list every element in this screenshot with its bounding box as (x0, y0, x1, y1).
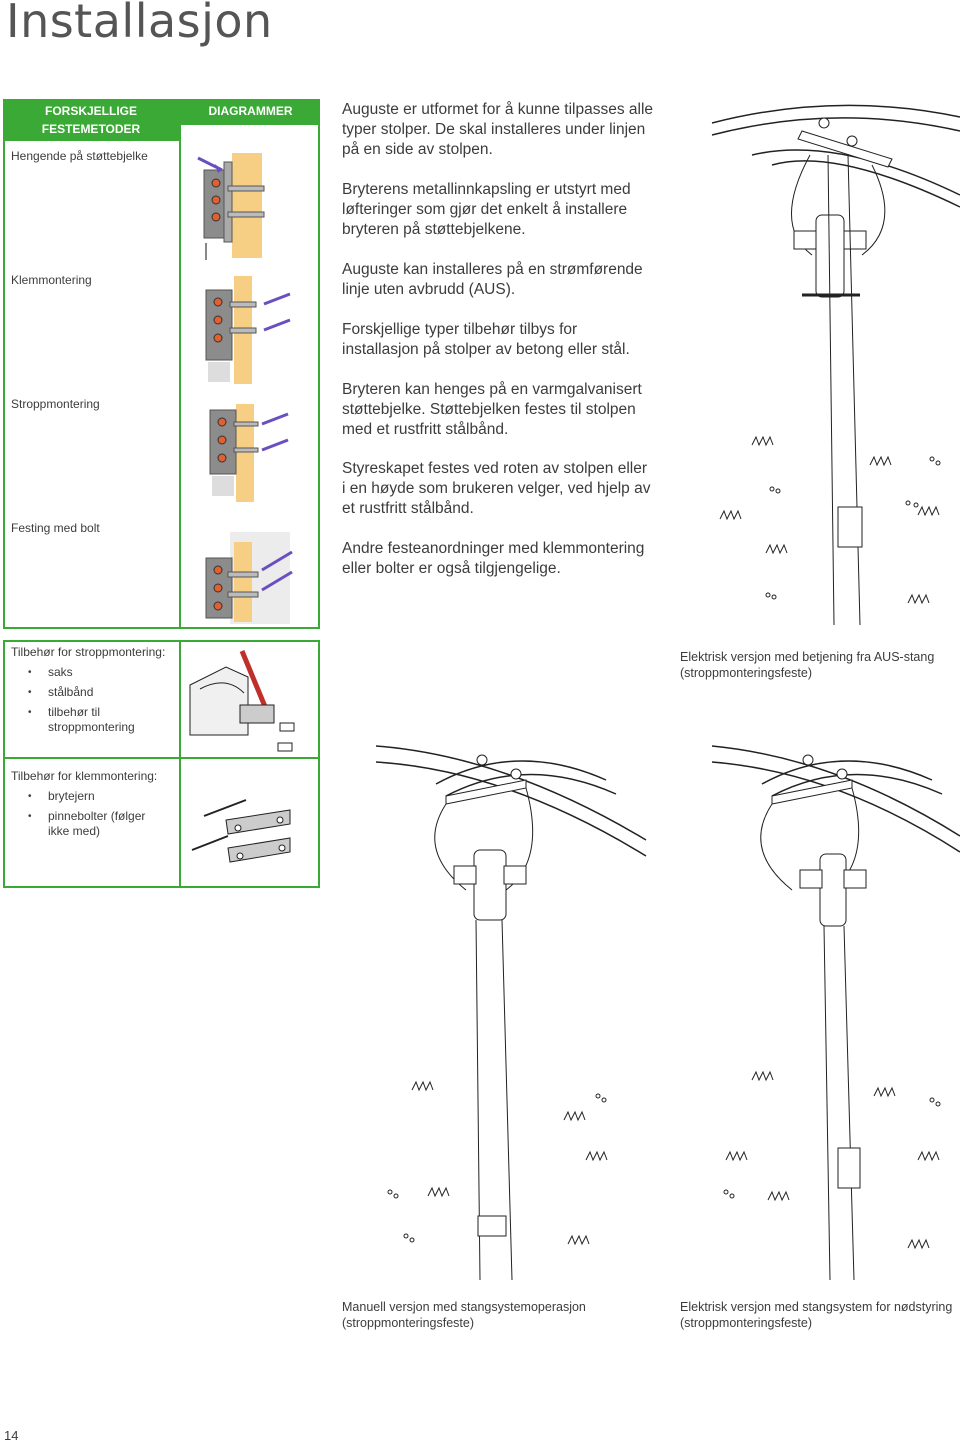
table-header-diagrams: DIAGRAMMER (181, 99, 320, 125)
list-item: saks (10, 665, 178, 680)
clamp-bar-illustration (191, 799, 291, 863)
strap-accessories-title: Tilbehør for stroppmontering: (11, 645, 166, 659)
diagram-bolt (205, 532, 293, 624)
pole-illustration-top (711, 104, 960, 626)
pole-illustration-bottom-right (711, 745, 960, 1281)
paragraph: Auguste er utformet for å kunne tilpasse… (342, 101, 654, 158)
list-item: pinnebolter (følger ikke med) (10, 809, 148, 839)
paragraph: Bryterens metallinnkapsling er utstyrt m… (342, 181, 631, 238)
pole-illustration-bottom-left (375, 745, 647, 1281)
list-item: tilbehør til stroppmontering (10, 705, 148, 735)
caption-top-right: Elektrisk versjon med betjening fra AUS-… (680, 650, 935, 680)
method-label-bolt: Festing med bolt (11, 521, 100, 535)
table-header-methods: FORSKJELLIGE FESTEMETODER (3, 99, 179, 141)
accessory-divider (3, 757, 320, 759)
page-title: Installasjon (6, 0, 273, 48)
clamp-accessories-title: Tilbehør for klemmontering: (11, 769, 158, 783)
page-number: 14 (4, 1428, 19, 1443)
accessory-col-divider (179, 640, 181, 888)
accessory-rule (318, 640, 320, 888)
paragraph: Styreskapet festes ved roten av stolpen … (342, 460, 651, 517)
method-label-strap: Stroppmontering (11, 397, 100, 411)
method-label-hanging: Hengende på støttebjelke (11, 149, 148, 163)
list-item: stålbånd (10, 685, 178, 700)
accessory-divider (3, 640, 320, 642)
diagram-clamp (205, 276, 291, 384)
clamp-accessories-list: brytejern pinnebolter (følger ikke med) (10, 789, 178, 844)
list-item: brytejern (10, 789, 178, 804)
diagram-strap (209, 404, 289, 502)
paragraph: Bryteren kan henges på en varmgalvaniser… (342, 381, 642, 438)
accessory-rule (3, 640, 5, 888)
accessory-divider (3, 886, 320, 888)
strap-tool-illustration (189, 650, 295, 752)
table-column-divider (179, 99, 181, 629)
caption-bottom-left: Manuell versjon med stangsystemoperasjon… (342, 1300, 586, 1330)
paragraph: Auguste kan installeres på en strømføren… (342, 261, 643, 298)
paragraph: Forskjellige typer tilbehør tilbys for i… (342, 321, 630, 358)
diagram-hanging-beam (197, 153, 265, 260)
method-label-clamp: Klemmontering (11, 273, 92, 287)
paragraph: Andre festeanordninger med klemmontering… (342, 540, 645, 577)
strap-accessories-list: saks stålbånd tilbehør til stroppmonteri… (10, 665, 178, 740)
caption-bottom-right: Elektrisk versjon med stangsystem for nø… (680, 1300, 953, 1330)
